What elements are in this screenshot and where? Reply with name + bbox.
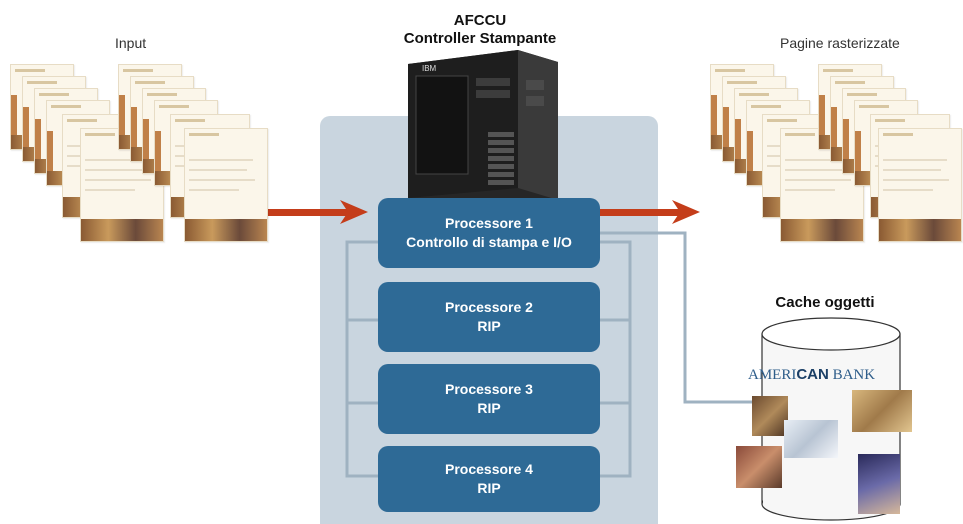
cache-photo-sailboat: [858, 454, 900, 514]
input-pages: [0, 0, 270, 260]
cache-title: Cache oggetti: [775, 294, 875, 311]
processor-1-subtitle: Controllo di stampa e I/O: [406, 234, 572, 250]
processor-4-box: Processore 4 RIP: [378, 446, 600, 512]
cache-photo-people: [736, 446, 782, 488]
right-bus-line: [600, 240, 632, 478]
input-label: Input: [115, 35, 147, 51]
output-label: Pagine rasterizzate: [780, 35, 900, 51]
cache-logo-part2: CAN: [796, 366, 829, 383]
cache-photo-wheat: [852, 390, 912, 432]
processor-2-title: Processore 2: [445, 299, 533, 315]
cache-logo-part1: AMERI: [748, 367, 797, 383]
processor-2-subtitle: RIP: [477, 318, 501, 334]
cache-logo-part3: BANK: [828, 367, 876, 383]
output-page: [878, 128, 962, 242]
controller-title-line2: Controller Stampante: [403, 30, 557, 47]
cache-cylinder: AMERICAN BANK: [736, 312, 915, 524]
controller-title-line1: AFCCU: [453, 12, 507, 29]
processor-1-title: Processore 1: [445, 215, 533, 231]
processor-3-box: Processore 3 RIP: [378, 364, 600, 434]
processor-4-title: Processore 4: [445, 461, 533, 477]
input-arrow: [268, 200, 368, 224]
processor-2-box: Processore 2 RIP: [378, 282, 600, 352]
server-tower-icon: IBM: [408, 50, 558, 210]
cache-photo-food: [752, 396, 788, 436]
input-page: [184, 128, 268, 242]
processor-3-title: Processore 3: [445, 381, 533, 397]
cache-photo-dancer: [784, 420, 838, 458]
controller-title: AFCCU Controller Stampante: [380, 12, 580, 48]
server-brand-text: IBM: [422, 64, 437, 73]
cache-logo: AMERICAN BANK: [748, 366, 875, 384]
processor-4-subtitle: RIP: [477, 480, 501, 496]
output-pages: [700, 0, 963, 260]
cache-connector-line: [600, 231, 760, 404]
processor-1-box: Processore 1 Controllo di stampa e I/O: [378, 198, 600, 268]
output-arrow: [600, 200, 700, 224]
output-page: [780, 128, 864, 242]
processor-3-subtitle: RIP: [477, 400, 501, 416]
left-bus-line: [345, 240, 378, 478]
